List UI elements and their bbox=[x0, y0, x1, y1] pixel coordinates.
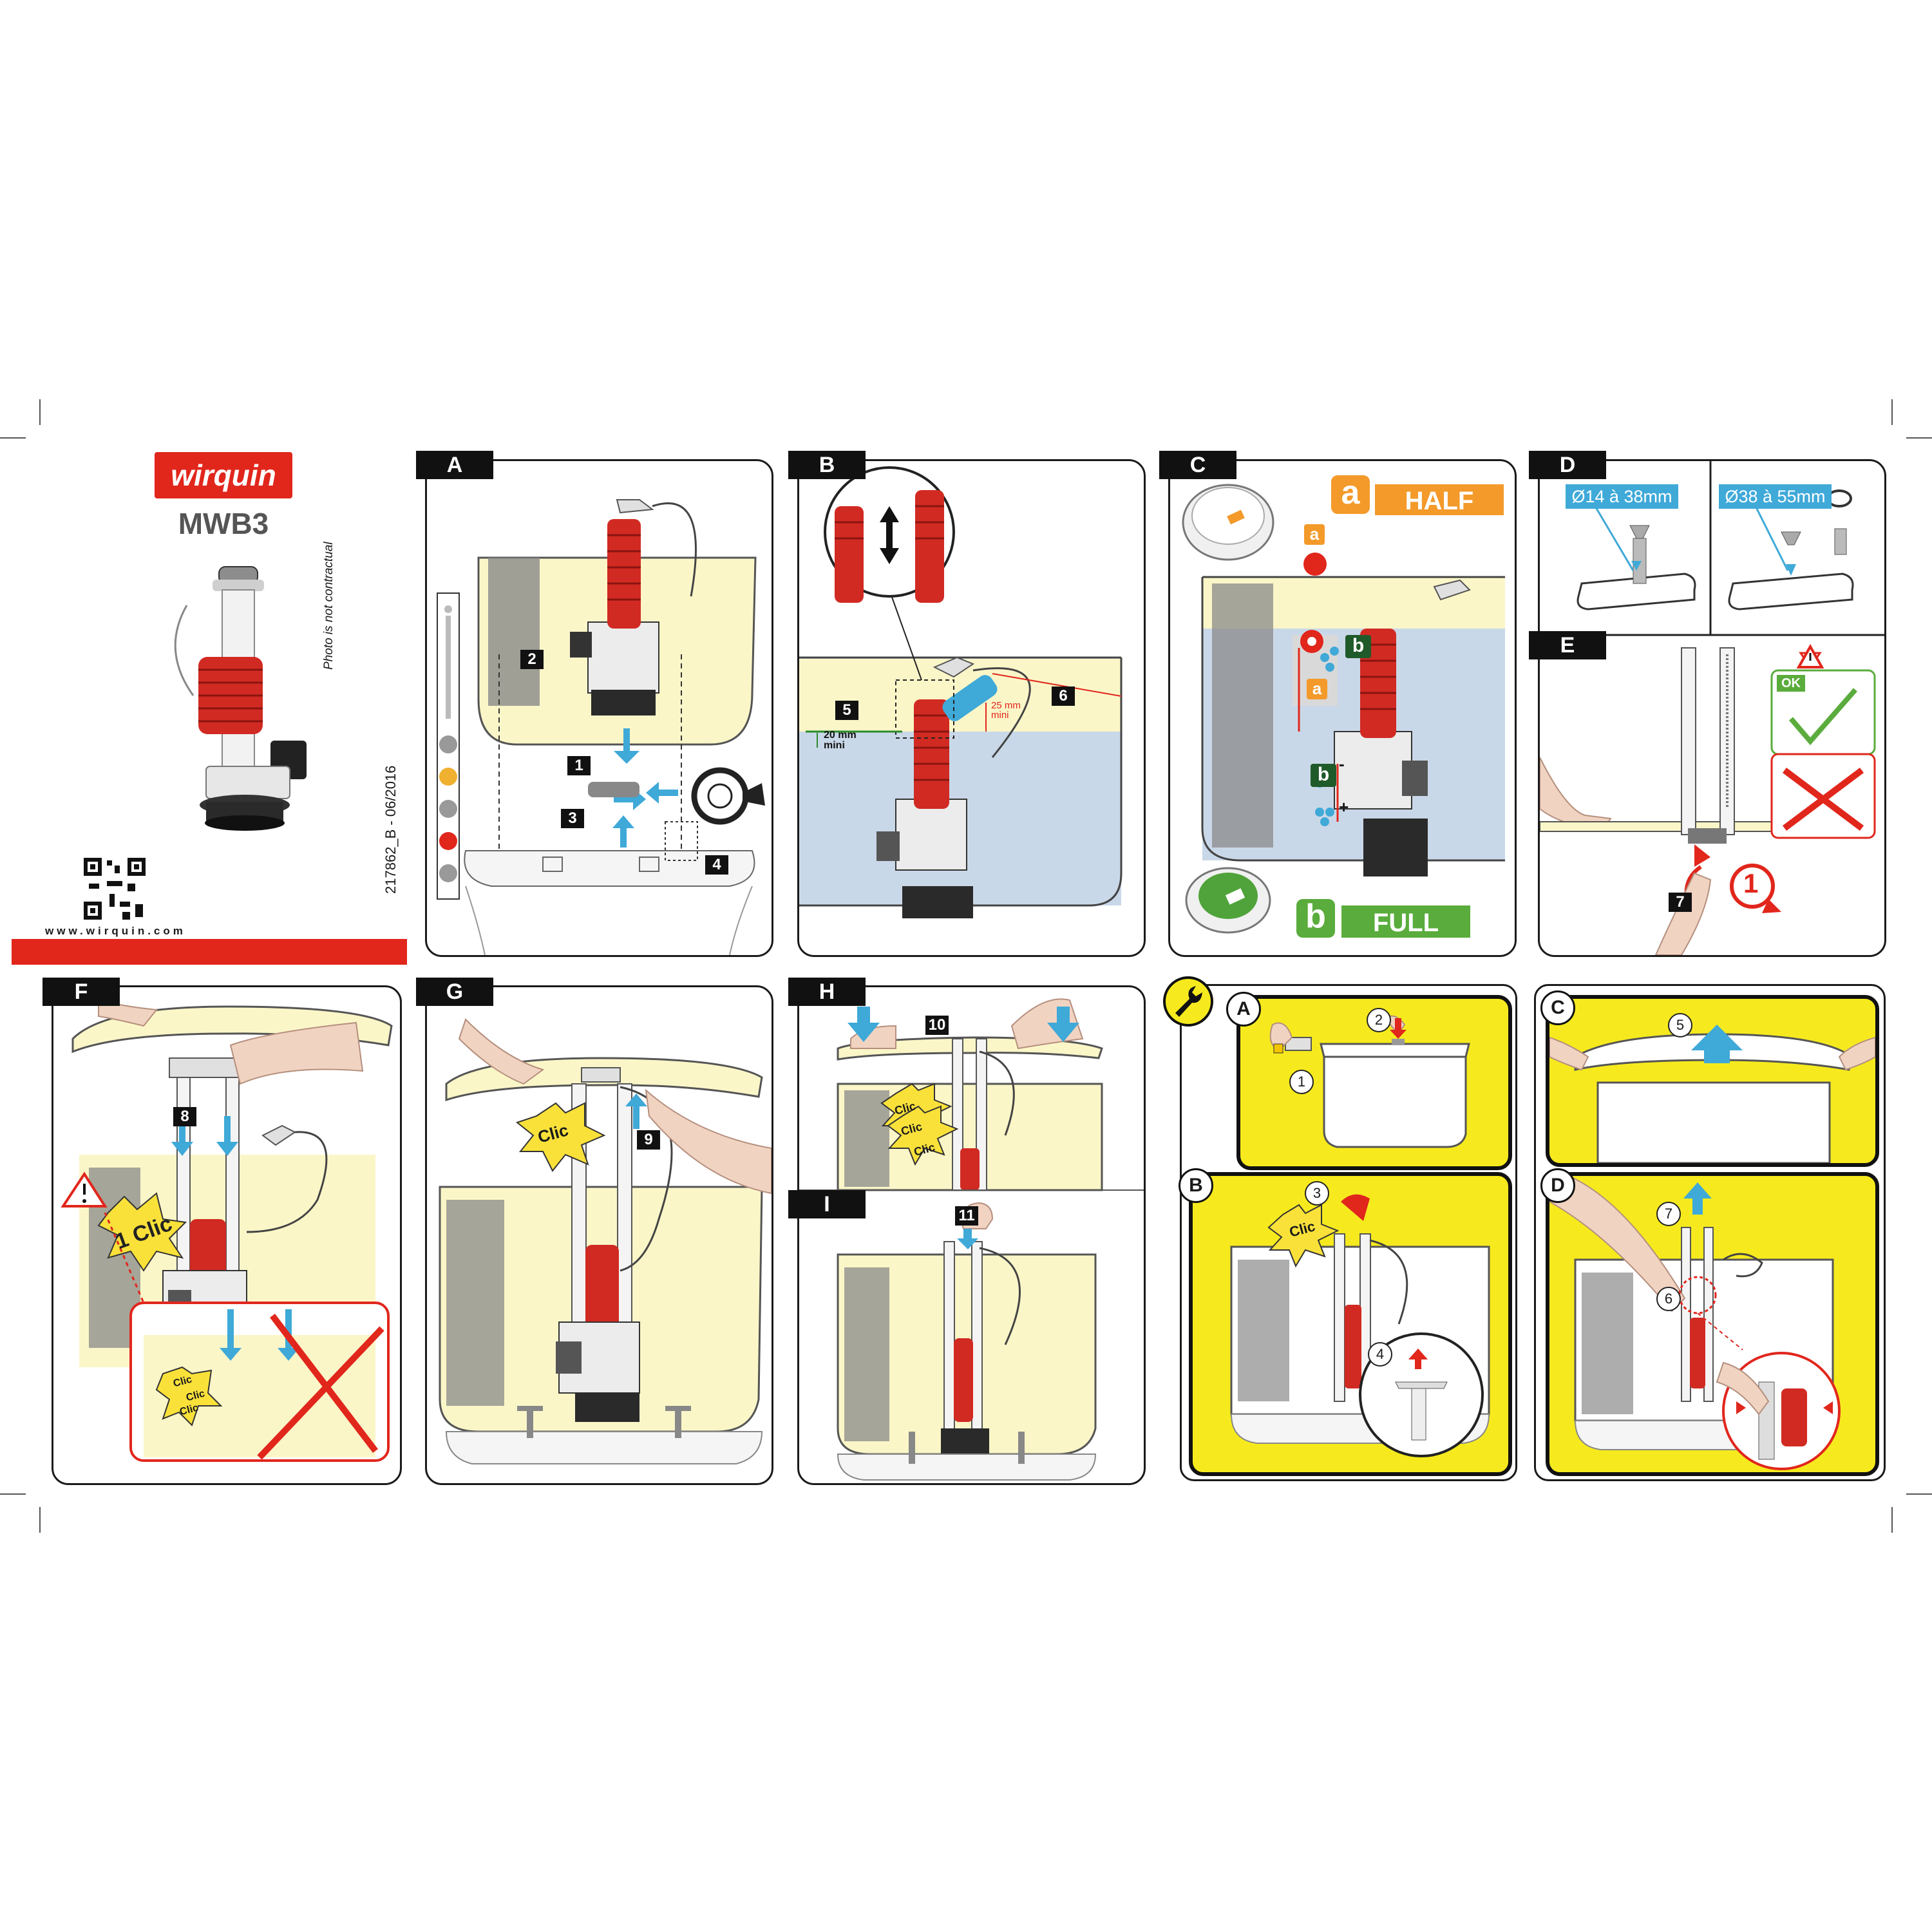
step-a-callout-4: 4 bbox=[705, 855, 728, 875]
brand-red-bar bbox=[12, 939, 407, 965]
step-h-i-panel: 10 Clic Clic Clic 11 bbox=[797, 985, 1146, 1485]
step-a-callout-3: 3 bbox=[561, 809, 584, 828]
step-f-illustration bbox=[61, 999, 393, 1462]
maintenance-c-illustration bbox=[1549, 1025, 1875, 1163]
step-g-illustration bbox=[439, 1018, 772, 1464]
adjust-minus: - bbox=[1339, 754, 1345, 773]
step-a-label: A bbox=[416, 451, 493, 479]
half-letter-badge: a bbox=[1331, 475, 1370, 514]
maintenance-d-panel: 6 7 bbox=[1546, 1172, 1879, 1476]
step-h-illustration bbox=[837, 998, 1144, 1191]
step-b-label: B bbox=[788, 451, 866, 479]
maintenance-b-illustration bbox=[1230, 1194, 1490, 1457]
step-h-callout-10: 10 bbox=[925, 1016, 949, 1035]
full-letter-badge: b bbox=[1296, 899, 1335, 938]
website: www.wirquin.com bbox=[45, 925, 186, 937]
ok-badge: OK bbox=[1777, 675, 1805, 692]
wrench-icon bbox=[1163, 976, 1213, 1027]
maintenance-d-step-7: 7 bbox=[1656, 1202, 1681, 1226]
maintenance-a-step-1: 1 bbox=[1289, 1070, 1314, 1094]
step-g-panel: 9 Clic bbox=[425, 985, 773, 1485]
product-photo bbox=[174, 566, 307, 831]
maintenance-b-step-3: 3 bbox=[1305, 1181, 1329, 1206]
hole-size-large: Ø38 à 55mm bbox=[1719, 484, 1832, 509]
maintenance-a-panel: 1 2 bbox=[1236, 995, 1512, 1170]
brand-logo-text: wirquin bbox=[171, 459, 276, 492]
maintenance-c-step-5: 5 bbox=[1668, 1013, 1692, 1037]
full-marker-tank-top: b bbox=[1345, 635, 1371, 658]
maintenance-a-label: A bbox=[1226, 992, 1261, 1027]
step-b-clearance: 25 mm mini bbox=[991, 700, 1021, 721]
maintenance-c-label: C bbox=[1540, 990, 1575, 1025]
doc-reference: 217862_B - 06/2016 bbox=[383, 765, 399, 894]
step-i-illustration bbox=[799, 1189, 1144, 1481]
step-a-panel: 1 2 3 4 bbox=[425, 459, 773, 957]
step-b-illustration bbox=[799, 466, 1122, 918]
step-i-callout-11: 11 bbox=[955, 1206, 978, 1226]
maintenance-b-label: B bbox=[1179, 1168, 1213, 1203]
step-a-callout-2: 2 bbox=[520, 650, 544, 669]
full-label: FULL bbox=[1341, 905, 1470, 938]
step-c-illustration bbox=[1182, 484, 1505, 934]
step-b-callout-5: 5 bbox=[835, 701, 858, 720]
step-g-label: G bbox=[416, 978, 493, 1006]
step-c-label: C bbox=[1159, 451, 1236, 479]
disclaimer: Photo is not contractual bbox=[322, 542, 336, 670]
step-e-callout-7: 7 bbox=[1669, 893, 1692, 912]
half-label: HALF bbox=[1375, 484, 1504, 515]
step-a-callout-1: 1 bbox=[567, 756, 591, 775]
half-marker-tank: a bbox=[1307, 679, 1327, 699]
half-marker-top: a bbox=[1304, 524, 1325, 545]
step-d-illustration bbox=[1540, 461, 1884, 636]
maintenance-d-illustration bbox=[1549, 1176, 1841, 1470]
step-a-illustration bbox=[437, 499, 765, 955]
maintenance-a-illustration bbox=[1269, 1015, 1470, 1148]
step-c-panel: a HALF a a b b - + b FULL bbox=[1168, 459, 1517, 957]
qr-code bbox=[84, 858, 146, 920]
step-i-label: I bbox=[788, 1190, 866, 1218]
step-b-min-water-level: 20 mm mini bbox=[824, 730, 857, 751]
brand-logo: wirquin bbox=[155, 452, 292, 498]
step-e-label: E bbox=[1529, 631, 1606, 659]
maintenance-d-label: D bbox=[1540, 1168, 1575, 1203]
step-e-illustration bbox=[1540, 643, 1876, 955]
step-d-e-panel: Ø14 à 38mm Ø38 à 55mm OK 7 1 bbox=[1538, 459, 1886, 957]
step-f-panel: 8 1 Clic Clic Clic Clic bbox=[52, 985, 402, 1485]
step-d-label: D bbox=[1529, 451, 1606, 479]
step-b-callout-6: 6 bbox=[1052, 687, 1075, 706]
rotation-count: 1 bbox=[1743, 868, 1759, 898]
step-f-label: F bbox=[43, 978, 120, 1006]
maintenance-a-step-2: 2 bbox=[1367, 1008, 1391, 1032]
step-g-callout-9: 9 bbox=[637, 1130, 660, 1150]
step-b-panel: 5 6 20 mm mini 25 mm mini bbox=[797, 459, 1146, 957]
hole-size-small: Ø14 à 38mm bbox=[1566, 484, 1678, 509]
step-f-callout-8: 8 bbox=[173, 1107, 196, 1126]
model-name: MWB3 bbox=[178, 507, 269, 540]
maintenance-b-panel: 3 4 Clic bbox=[1189, 1172, 1512, 1476]
maintenance-b-step-4: 4 bbox=[1368, 1342, 1392, 1367]
full-marker-tank-bottom: b bbox=[1311, 764, 1336, 787]
maintenance-d-step-6: 6 bbox=[1656, 1287, 1681, 1311]
maintenance-c-panel: 5 bbox=[1546, 995, 1879, 1167]
step-h-label: H bbox=[788, 978, 866, 1006]
adjust-plus: + bbox=[1339, 797, 1349, 817]
